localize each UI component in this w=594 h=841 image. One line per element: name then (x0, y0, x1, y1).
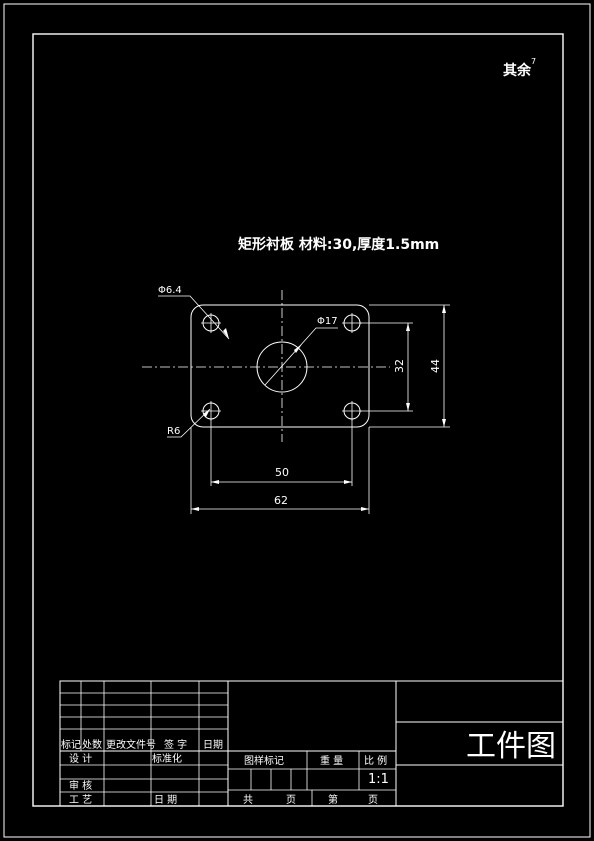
label-sheet-unit2: 页 (368, 794, 378, 806)
label-stage-mark: 图样标记 (244, 754, 284, 767)
label-process: 工 艺 (69, 794, 92, 806)
outer-border (3, 3, 591, 838)
rev-header-count: 处数 (82, 738, 102, 751)
corner-note-sup: 7 (531, 57, 536, 66)
label-check: 审 核 (69, 779, 92, 792)
dim-height-inner: 32 (393, 359, 406, 373)
dim-radius: R6 (167, 426, 180, 437)
drawing-title: 矩形衬板 材料:30,厚度1.5mm (238, 236, 439, 253)
dim-hole-center: Φ17 (317, 316, 338, 327)
inner-border (32, 33, 564, 807)
dim-width-inner: 50 (275, 466, 289, 479)
label-weight: 重 量 (320, 754, 343, 767)
part-outline (190, 304, 370, 428)
corner-note: 其余 (503, 62, 532, 79)
leader-hole-center (264, 327, 338, 386)
rev-header-sign: 签 字 (164, 738, 187, 751)
dim-line-50 (210, 419, 353, 486)
title-block (59, 680, 564, 807)
center-hole (256, 341, 308, 393)
drawing-name: 工件图 (466, 729, 556, 764)
dim-width-outer: 62 (274, 494, 288, 507)
label-scale: 比 例 (364, 754, 387, 767)
label-total: 共 (243, 794, 253, 806)
label-number: 第 (328, 793, 338, 806)
label-sheet-unit: 页 (286, 794, 296, 806)
rev-header-mark: 标记 (61, 739, 81, 751)
label-date: 日 期 (154, 794, 177, 806)
dim-line-62 (190, 427, 370, 514)
label-design: 设 计 (69, 752, 92, 765)
rev-header-date: 日期 (203, 739, 223, 751)
label-standardization: 标准化 (152, 752, 182, 765)
scale-value: 1:1 (368, 772, 389, 787)
dim-line-44 (369, 304, 450, 428)
dim-hole-small: Φ6.4 (158, 285, 182, 296)
leader-hole-small (158, 295, 230, 340)
rev-header-docno: 更改文件号 (106, 738, 156, 751)
dim-height-outer: 44 (429, 359, 442, 373)
leader-radius (167, 408, 211, 438)
dim-line-32 (360, 322, 413, 412)
